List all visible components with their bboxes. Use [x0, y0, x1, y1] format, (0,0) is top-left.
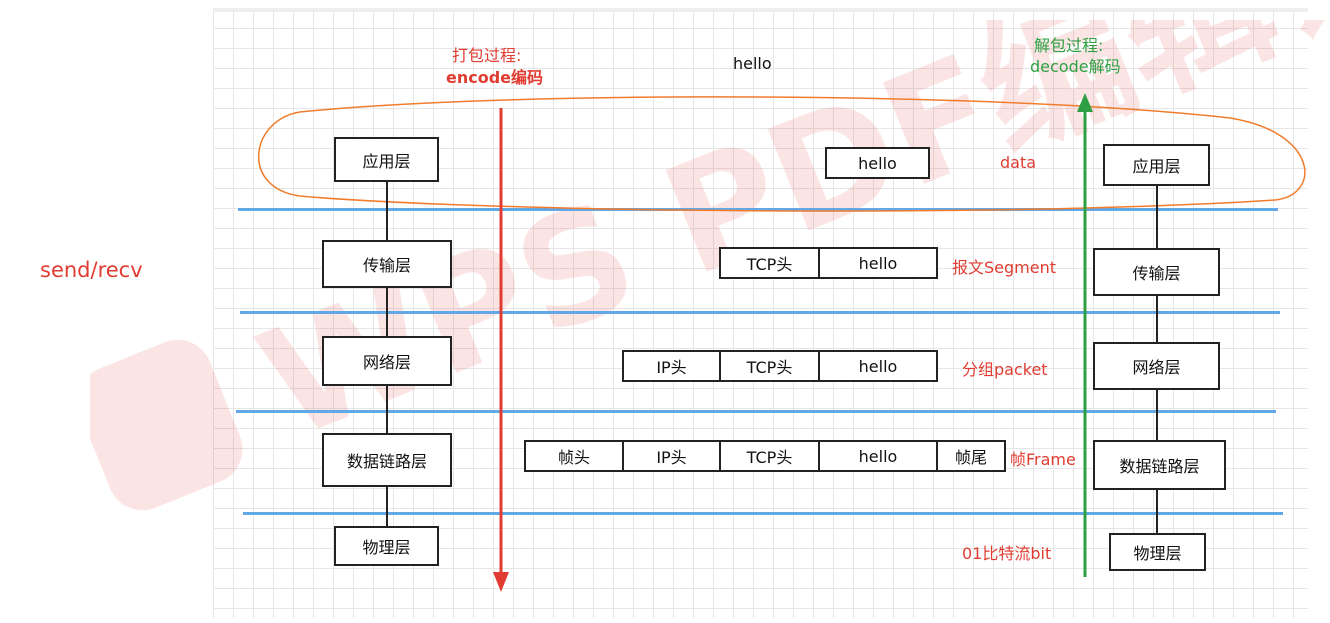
top-hello-text: hello	[733, 54, 772, 73]
left-layer-network: 网络层	[322, 336, 452, 386]
transport-tcp-header-cell: TCP头	[719, 247, 820, 279]
network-row-label: 分组packet	[962, 360, 1048, 379]
separator-transport-network	[240, 311, 1280, 314]
app-row-label: data	[1000, 153, 1037, 172]
transport-row-label: 报文Segment	[952, 258, 1057, 277]
encode-title: 打包过程:	[452, 46, 522, 65]
encode-subtitle: encode编码	[446, 68, 544, 87]
left-layer-application: 应用层	[334, 137, 439, 182]
decode-subtitle: decode解码	[1030, 57, 1121, 76]
network-ip-header-cell: IP头	[622, 350, 721, 382]
right-layer-link: 数据链路层	[1093, 440, 1226, 490]
link-frame-trailer-cell: 帧尾	[936, 440, 1006, 472]
canvas-top-border	[213, 8, 1308, 12]
network-tcp-header-cell: TCP头	[719, 350, 820, 382]
app-data-cell: hello	[825, 147, 930, 179]
separator-network-link	[236, 410, 1276, 413]
decode-arrow-head	[1077, 93, 1093, 112]
link-ip-header-cell: IP头	[622, 440, 721, 472]
right-layer-physical: 物理层	[1109, 533, 1206, 571]
link-frame-header-cell: 帧头	[524, 440, 624, 472]
link-tcp-header-cell: TCP头	[719, 440, 820, 472]
left-layer-link: 数据链路层	[322, 433, 452, 487]
network-data-cell: hello	[818, 350, 938, 382]
right-layer-network: 网络层	[1093, 342, 1220, 390]
right-layer-application: 应用层	[1103, 144, 1210, 186]
send-recv-label: send/recv	[40, 258, 143, 282]
left-layer-transport: 传输层	[322, 240, 452, 288]
link-data-cell: hello	[818, 440, 938, 472]
transport-data-cell: hello	[818, 247, 938, 279]
separator-app-transport	[238, 208, 1278, 211]
physical-row-label: 01比特流bit	[962, 544, 1052, 563]
separator-link-physical	[243, 512, 1283, 515]
decode-title: 解包过程:	[1034, 36, 1104, 55]
encode-arrow-head	[493, 572, 509, 592]
link-row-label: 帧Frame	[1010, 450, 1076, 469]
right-layer-transport: 传输层	[1093, 248, 1220, 296]
left-layer-physical: 物理层	[334, 526, 439, 566]
